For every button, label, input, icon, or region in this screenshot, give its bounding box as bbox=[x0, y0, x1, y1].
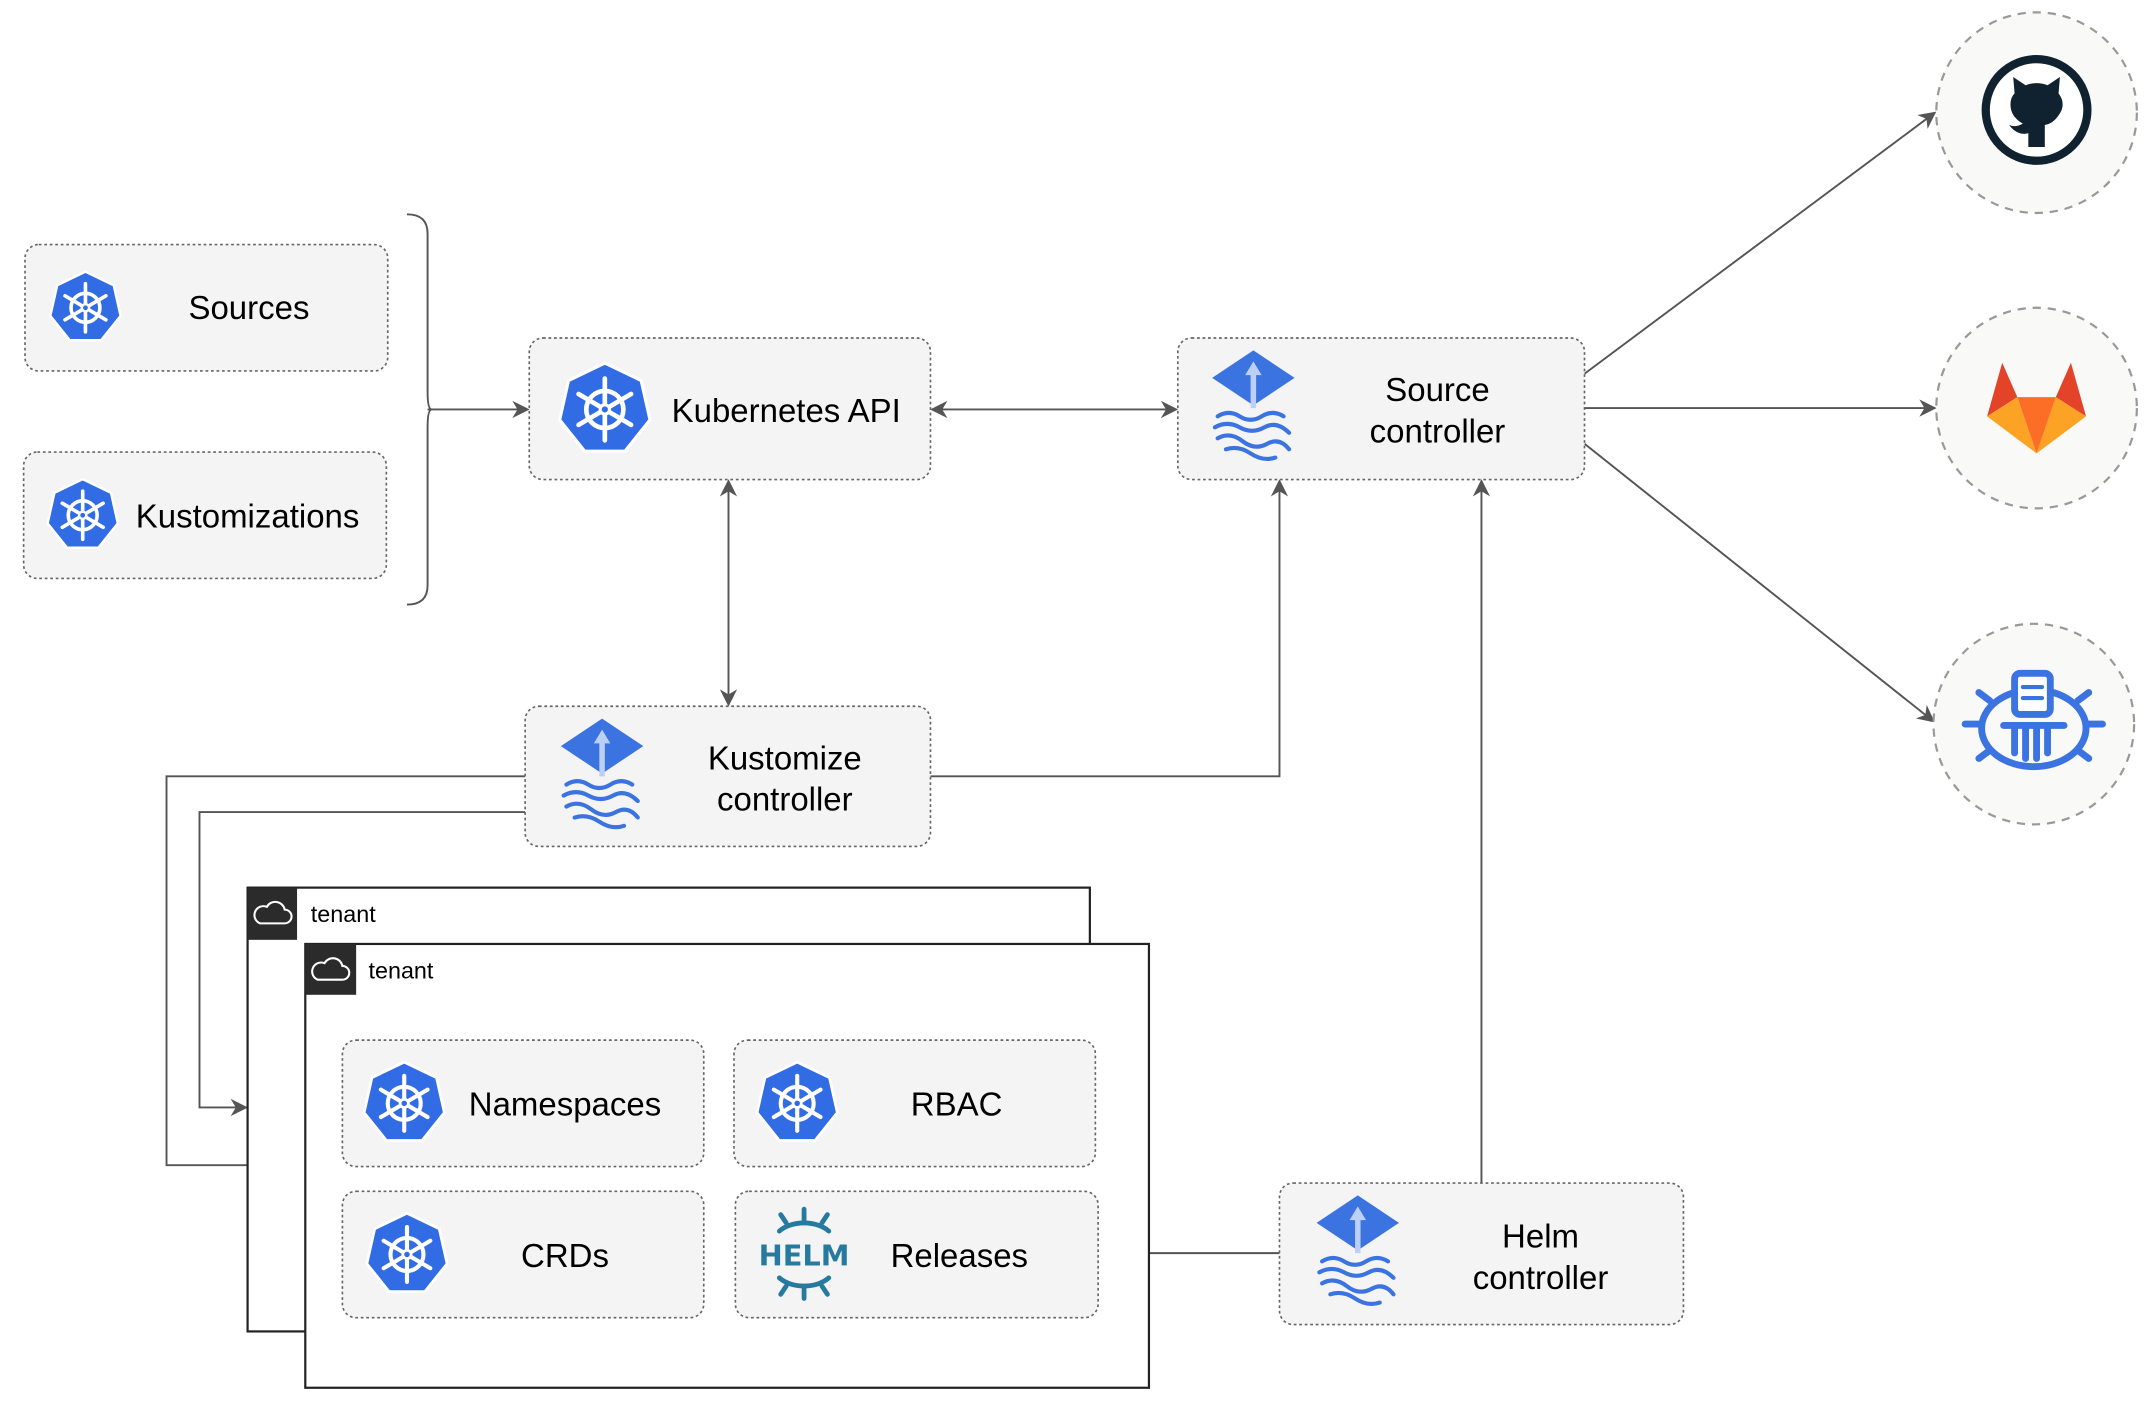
node-label-line1: Kustomize bbox=[708, 739, 862, 776]
edge-source-to-github bbox=[1583, 111, 1937, 375]
node-source-controller[interactable]: Source controller bbox=[1176, 337, 1586, 481]
node-helm-controller[interactable]: Helm controller bbox=[1278, 1182, 1685, 1326]
node-crds[interactable]: CRDs bbox=[341, 1190, 705, 1319]
node-label-line2: controller bbox=[1370, 412, 1506, 449]
node-label-line1: Helm bbox=[1502, 1218, 1579, 1255]
node-kustomize-controller[interactable]: Kustomize controller bbox=[524, 705, 932, 848]
tenant-label: tenant bbox=[311, 901, 376, 927]
node-kustomizations[interactable]: Kustomizations bbox=[22, 451, 388, 580]
tenant-label: tenant bbox=[369, 957, 434, 983]
gitlab-source[interactable] bbox=[1935, 306, 2138, 510]
edge-kustomize-to-source bbox=[930, 479, 1289, 778]
node-label: Namespaces bbox=[469, 1086, 661, 1123]
node-label: CRDs bbox=[521, 1237, 609, 1274]
node-namespaces[interactable]: Namespaces bbox=[341, 1039, 705, 1168]
edge-kustomize-to-tenant-back bbox=[198, 811, 526, 1117]
edge-source-to-bucket bbox=[1583, 443, 1935, 723]
cloud-icon bbox=[253, 900, 293, 925]
node-label-line2: controller bbox=[1473, 1259, 1609, 1296]
node-label: Kubernetes API bbox=[672, 392, 901, 429]
node-label: RBAC bbox=[911, 1086, 1003, 1123]
helm-logo-text: HELM bbox=[759, 1238, 850, 1272]
node-kubernetes-api[interactable]: Kubernetes API bbox=[528, 337, 932, 481]
node-releases[interactable]: HELM Releases bbox=[734, 1190, 1099, 1319]
bucket-icon bbox=[1961, 669, 2106, 771]
gitlab-icon bbox=[1987, 362, 2087, 454]
node-sources[interactable]: Sources bbox=[24, 243, 389, 372]
node-label-line2: controller bbox=[717, 781, 853, 818]
github-source[interactable] bbox=[1935, 11, 2138, 215]
cloud-icon bbox=[311, 957, 351, 981]
edge-kustomize-to-tenant-front bbox=[165, 775, 526, 1174]
node-label: Kustomizations bbox=[136, 498, 360, 535]
node-label: Sources bbox=[188, 289, 309, 326]
node-label-line1: Source bbox=[1385, 371, 1489, 408]
cloud-icon-bg bbox=[247, 887, 298, 940]
bucket-source[interactable] bbox=[1932, 622, 2136, 826]
node-rbac[interactable]: RBAC bbox=[733, 1039, 1097, 1168]
node-label: Releases bbox=[891, 1237, 1028, 1274]
helm-icon: HELM bbox=[759, 1206, 850, 1301]
github-icon bbox=[1981, 54, 2092, 165]
